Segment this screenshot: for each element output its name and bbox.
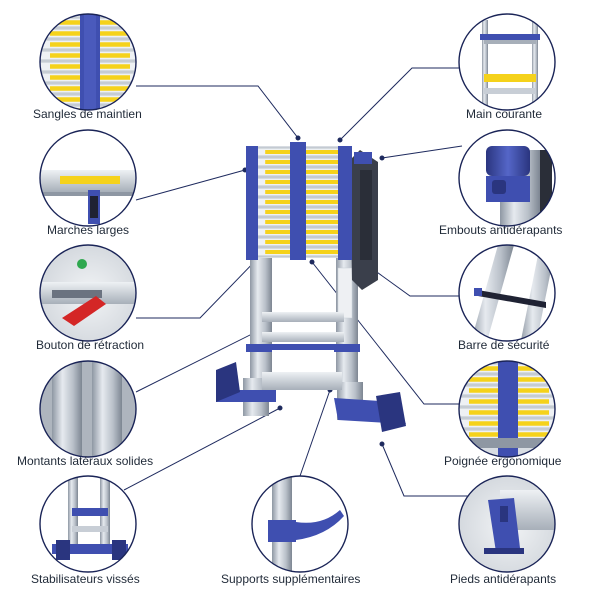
- connector-montants: [135, 329, 261, 393]
- label-montants: Montants latéraux solides: [17, 454, 154, 468]
- label-embouts: Embouts antidérapants: [439, 223, 563, 237]
- connector-embouts: [381, 145, 463, 159]
- wide-step-closeup-icon: [39, 129, 137, 227]
- handle-closeup-icon: [458, 360, 556, 458]
- connector-bouton: [136, 255, 261, 319]
- connector-main-courante: [339, 67, 462, 141]
- label-supports: Supports supplémentaires: [221, 572, 361, 586]
- central-ladder-image: [216, 142, 406, 432]
- end-cap-closeup-icon: [458, 129, 556, 227]
- label-barre: Barre de sécurité: [458, 338, 550, 352]
- handrail-closeup-icon: [458, 13, 556, 111]
- connector-barre: [373, 269, 462, 297]
- connector-stabilisateurs: [123, 407, 281, 491]
- connector-supports: [299, 389, 331, 477]
- connector-sangles: [136, 85, 299, 139]
- release-button-closeup-icon: [39, 244, 137, 342]
- side-rails-closeup-icon: [39, 360, 137, 458]
- strap-closeup-icon: [39, 13, 137, 111]
- stabilizer-closeup-icon: [39, 475, 137, 573]
- label-poignee: Poignée ergonomique: [444, 454, 562, 468]
- connector-marches: [135, 169, 246, 201]
- label-main-courante: Main courante: [466, 107, 543, 121]
- safety-bar-closeup-icon: [458, 244, 556, 342]
- foot-closeup-icon: [458, 475, 556, 573]
- label-bouton: Bouton de rétraction: [36, 338, 145, 352]
- label-sangles: Sangles de maintien: [33, 107, 142, 121]
- connector-lines: [123, 67, 482, 497]
- label-marches: Marches larges: [47, 223, 130, 237]
- label-pieds: Pieds antidérapants: [450, 572, 557, 586]
- label-stabilisateurs: Stabilisateurs vissés: [31, 572, 140, 586]
- connector-pieds: [381, 443, 482, 497]
- support-bracket-closeup-icon: [251, 475, 349, 573]
